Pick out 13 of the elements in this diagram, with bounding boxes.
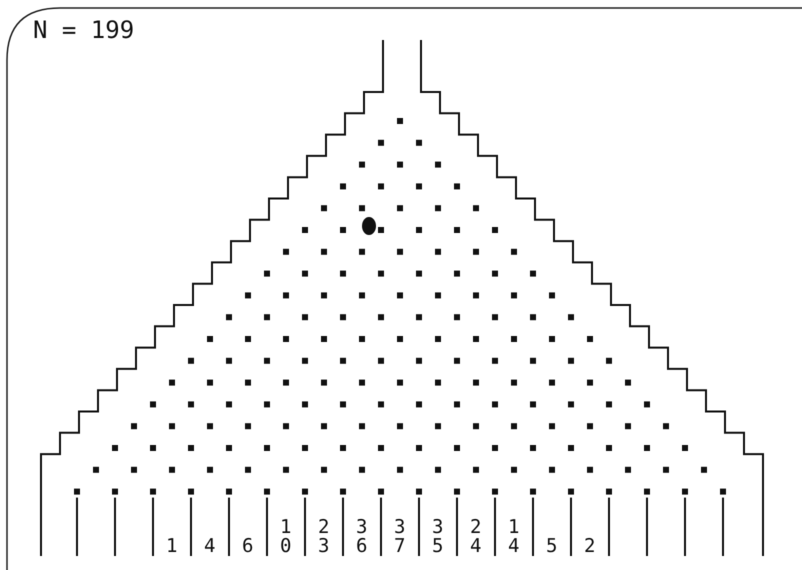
bin-count: 37 <box>394 518 406 556</box>
bin-count: 5 <box>546 537 558 556</box>
bin-count: 14 <box>508 518 520 556</box>
bin-count: 2 <box>584 537 596 556</box>
ball-count: N = 199 <box>33 18 134 42</box>
bin-count: 35 <box>432 518 444 556</box>
bin-count: 1 <box>166 537 178 556</box>
bin-count: 24 <box>470 518 482 556</box>
bin-count: 23 <box>318 518 330 556</box>
bin-count: 10 <box>280 518 292 556</box>
bin-count: 6 <box>242 537 254 556</box>
bin-count: 36 <box>356 518 368 556</box>
bin-count: 4 <box>204 537 216 556</box>
